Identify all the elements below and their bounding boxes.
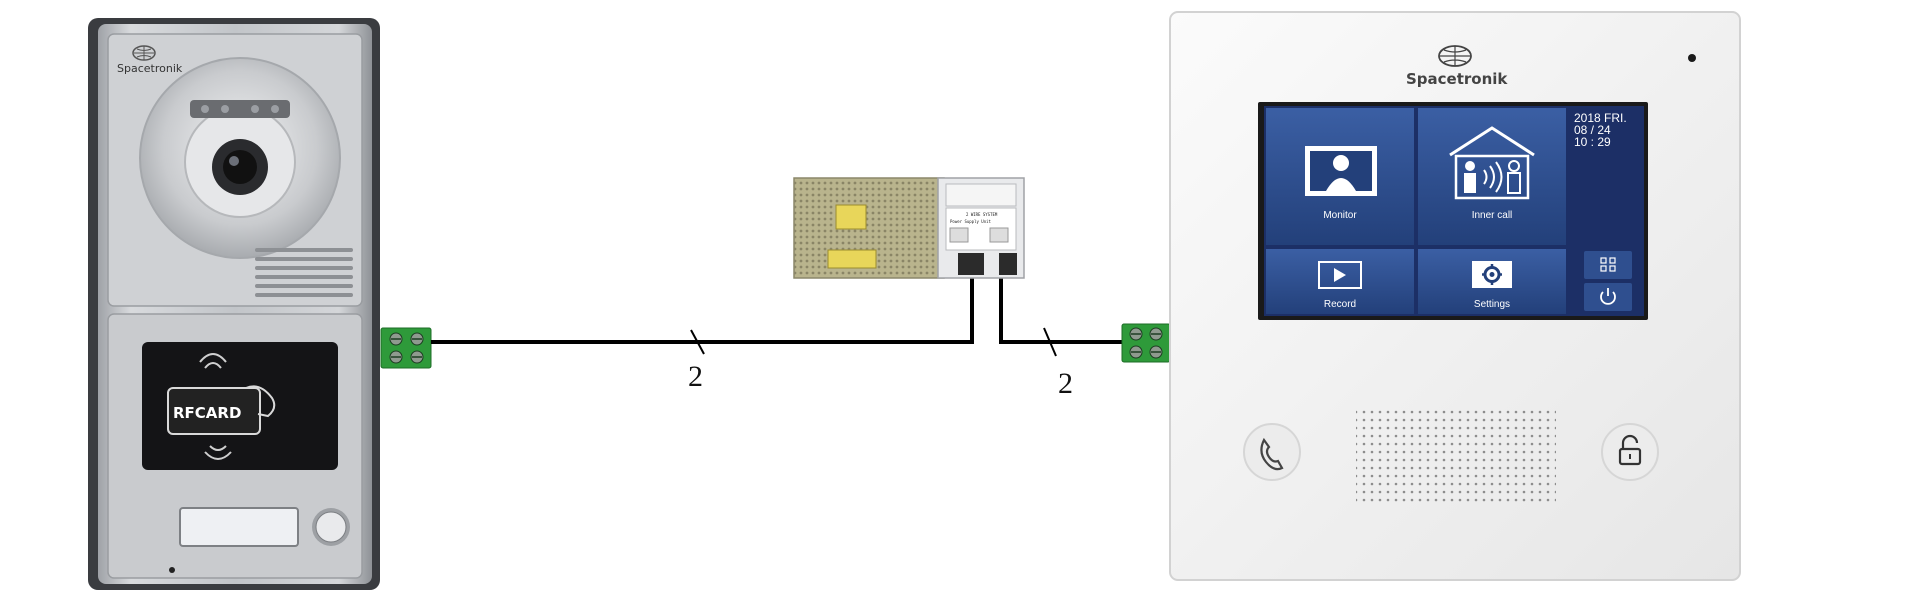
power-button[interactable]	[1584, 283, 1632, 311]
monitor-brand-text: Spacetronik	[1406, 70, 1508, 88]
rfid-card-reader[interactable]: RFCARD	[142, 342, 338, 470]
tile-inner-call-label: Inner call	[1472, 210, 1513, 221]
psu-model-text: 2 WIRE SYSTEM	[966, 212, 998, 217]
rfcard-label: RFCARD	[173, 404, 241, 422]
tile-settings[interactable]: Settings	[1418, 249, 1566, 314]
speaker-slots	[255, 248, 353, 297]
power-supply-unit: 2 WIRE SYSTEM Power Supply Unit	[793, 177, 1025, 279]
ir-led-strip	[190, 100, 290, 118]
door-station-terminal	[380, 327, 432, 369]
tile-monitor[interactable]: Monitor	[1266, 108, 1414, 245]
unlock-icon	[1618, 434, 1642, 466]
monitor-sensor-dot	[1688, 54, 1696, 62]
rfid-card-icon	[167, 353, 276, 460]
monitor-logo-icon	[1438, 45, 1472, 67]
tile-record[interactable]: Record	[1266, 249, 1414, 314]
phone-handset-icon	[1260, 437, 1284, 471]
clock-time: 10 : 29	[1574, 135, 1611, 149]
talk-button[interactable]	[1243, 423, 1301, 481]
tile-monitor-label: Monitor	[1323, 210, 1357, 221]
tile-settings-label: Settings	[1474, 299, 1510, 310]
wire-door-to-psu	[431, 278, 974, 355]
unlock-button[interactable]	[1601, 423, 1659, 481]
outdoor-door-station: Spacetronik RF	[88, 18, 380, 590]
power-icon	[1600, 288, 1616, 305]
apps-icon	[1600, 257, 1616, 272]
tile-record-label: Record	[1324, 299, 1356, 310]
clock-date: 08 / 24	[1574, 123, 1611, 137]
clock-year-day: 2018 FRI.	[1574, 111, 1627, 125]
monitor-icon	[1305, 146, 1377, 196]
wire-count-right: 2	[1058, 367, 1073, 400]
camera-lens-icon	[212, 139, 268, 195]
wire-count-left: 2	[688, 360, 703, 393]
wire-psu-to-monitor	[999, 278, 1124, 357]
call-button[interactable]	[312, 508, 350, 546]
indoor-monitor: Spacetronik Monitor	[1169, 11, 1741, 581]
microphone-hole	[169, 567, 175, 573]
monitor-terminal	[1121, 323, 1171, 363]
tile-inner-call[interactable]: Inner call	[1418, 108, 1566, 245]
spacetronik-logo-icon	[132, 45, 156, 61]
clock-panel: 2018 FRI. 08 / 24 10 : 29	[1570, 108, 1642, 245]
psu-sub-text: Power Supply Unit	[950, 219, 992, 224]
inner-call-icon	[1449, 126, 1535, 200]
speaker-grille	[1356, 406, 1556, 502]
name-plate	[179, 507, 299, 547]
play-icon	[1318, 261, 1362, 289]
outdoor-brand-text: Spacetronik	[117, 62, 183, 75]
apps-button[interactable]	[1584, 251, 1632, 279]
gear-icon	[1472, 261, 1512, 288]
